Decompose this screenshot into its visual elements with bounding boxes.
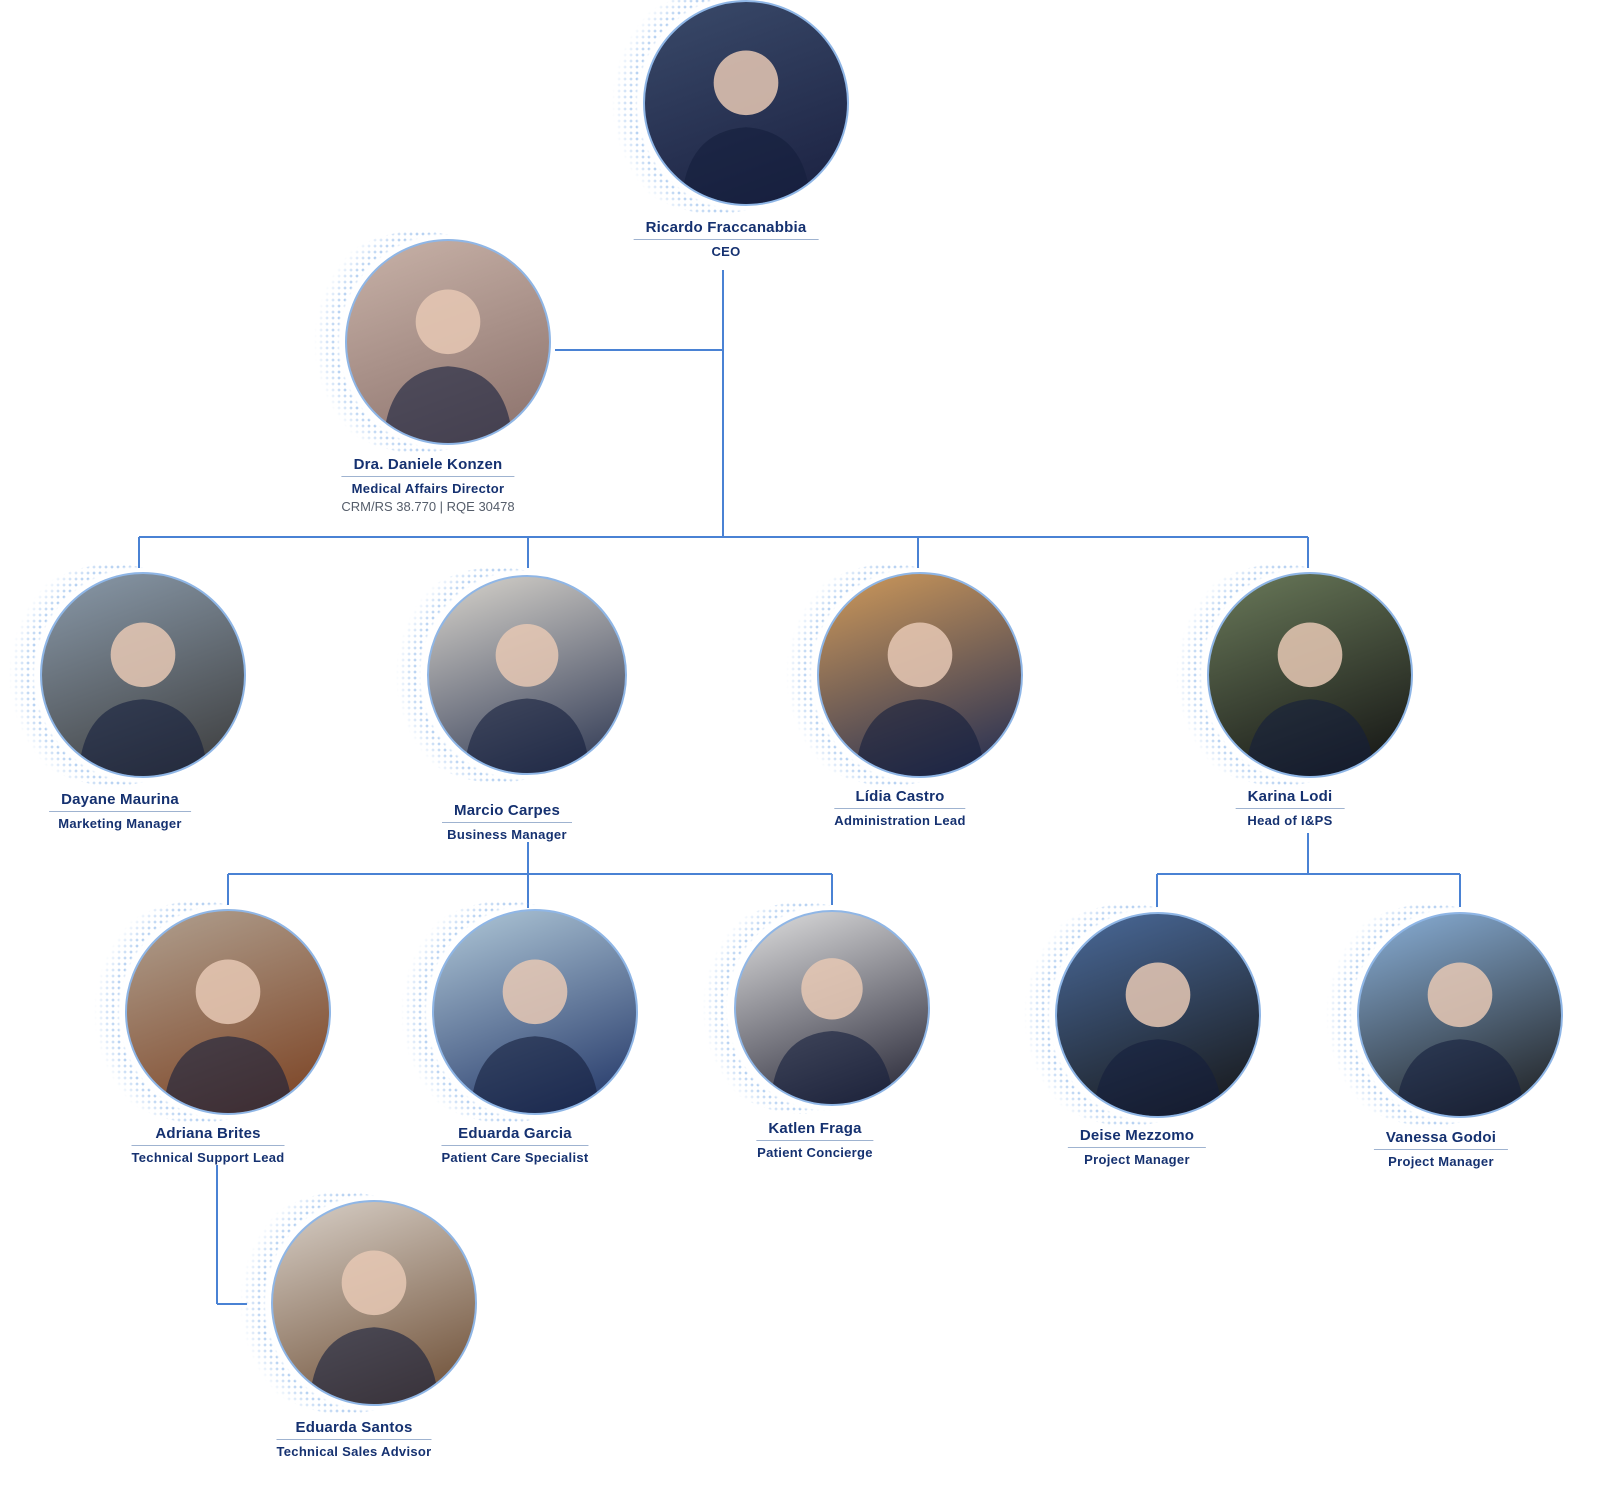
person-title: Technical Sales Advisor bbox=[276, 1444, 432, 1459]
profile-photo bbox=[432, 909, 638, 1115]
person-name: Karina Lodi bbox=[1235, 788, 1345, 809]
person-title: Marketing Manager bbox=[58, 816, 182, 831]
person-title: Project Manager bbox=[1388, 1154, 1494, 1169]
person-name: Adriana Brites bbox=[131, 1125, 285, 1146]
person-title: CEO bbox=[711, 244, 741, 259]
person-name: Ricardo Fraccanabbia bbox=[633, 219, 819, 240]
person-title: Technical Support Lead bbox=[131, 1150, 285, 1165]
person-silhouette-icon bbox=[464, 624, 590, 773]
person-name: Marcio Carpes bbox=[442, 802, 572, 823]
profile-photo bbox=[427, 575, 627, 775]
profile-photo bbox=[271, 1200, 477, 1406]
person-silhouette-icon bbox=[78, 622, 208, 776]
profile-photo bbox=[1055, 912, 1261, 1118]
profile-photo bbox=[817, 572, 1023, 778]
profile-photo bbox=[125, 909, 331, 1115]
person-silhouette-icon bbox=[770, 958, 894, 1104]
person-silhouette-icon bbox=[470, 959, 600, 1113]
person-silhouette-icon bbox=[1395, 962, 1525, 1116]
profile-photo bbox=[643, 0, 849, 206]
person-silhouette-icon bbox=[383, 289, 513, 443]
person-title: Head of I&PS bbox=[1247, 813, 1333, 828]
profile-photo bbox=[734, 910, 930, 1106]
person-title: Medical Affairs Director bbox=[351, 481, 505, 496]
person-name: Eduarda Santos bbox=[276, 1419, 432, 1440]
person-name: Vanessa Godoi bbox=[1373, 1129, 1509, 1150]
person-silhouette-icon bbox=[1093, 962, 1223, 1116]
person-name: Eduarda Garcia bbox=[441, 1125, 589, 1146]
person-title: Patient Concierge bbox=[757, 1145, 873, 1160]
person-silhouette-icon bbox=[681, 50, 811, 204]
profile-photo bbox=[1357, 912, 1563, 1118]
person-title: Patient Care Specialist bbox=[441, 1150, 589, 1165]
person-name: Lídia Castro bbox=[834, 788, 966, 809]
person-name: Katlen Fraga bbox=[756, 1120, 874, 1141]
profile-photo bbox=[1207, 572, 1413, 778]
person-title: Project Manager bbox=[1084, 1152, 1190, 1167]
person-silhouette-icon bbox=[855, 622, 985, 776]
person-title: Administration Lead bbox=[834, 813, 966, 828]
person-name: Dra. Daniele Konzen bbox=[341, 456, 515, 477]
profile-photo bbox=[40, 572, 246, 778]
person-title: Business Manager bbox=[447, 827, 567, 842]
person-credentials: CRM/RS 38.770 | RQE 30478 bbox=[341, 499, 515, 514]
person-name: Dayane Maurina bbox=[49, 791, 191, 812]
person-silhouette-icon bbox=[309, 1250, 439, 1404]
profile-photo bbox=[345, 239, 551, 445]
person-silhouette-icon bbox=[1245, 622, 1375, 776]
person-name: Deise Mezzomo bbox=[1067, 1127, 1207, 1148]
person-silhouette-icon bbox=[163, 959, 293, 1113]
